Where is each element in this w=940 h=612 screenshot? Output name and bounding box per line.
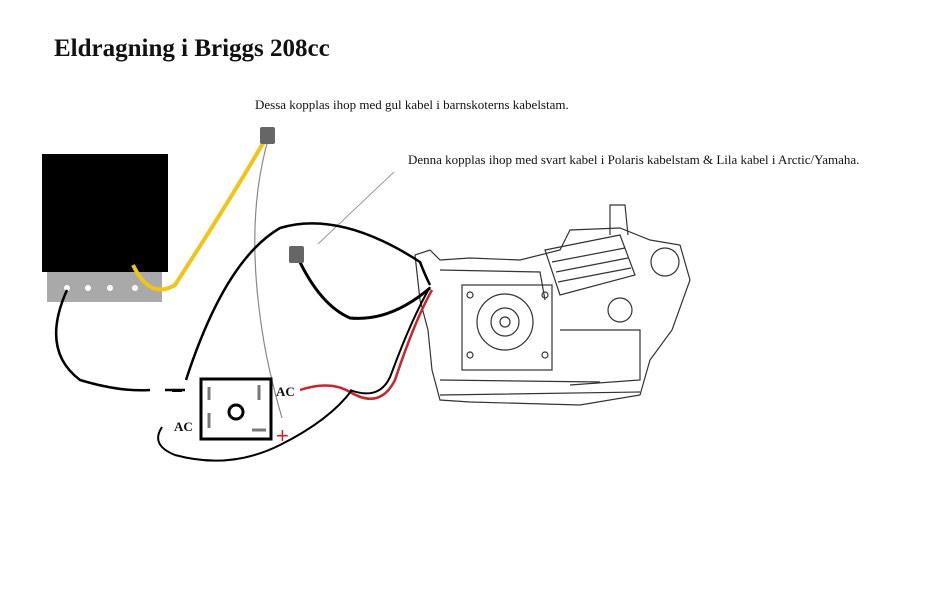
black-wire-coil-ground: [54, 289, 151, 392]
black-wire-note: Denna kopplas ihop med svart kabel i Pol…: [408, 152, 859, 167]
yellow-wire-note: Dessa kopplas ihop med gul kabel i barns…: [255, 97, 569, 112]
black-wire-kill: [296, 257, 431, 320]
red-wire: [299, 289, 434, 400]
connector-black: [289, 246, 304, 263]
bridge-rectifier: [199, 377, 273, 441]
black-wire-ac: [349, 286, 431, 395]
ignition-coil-module: [42, 154, 168, 272]
black-wire-engine-top: [184, 222, 432, 381]
rectifier-ac-right-label: AC: [276, 384, 295, 399]
gray-wire: [254, 139, 283, 419]
terminal-holes: [64, 285, 138, 291]
connector-yellow: [260, 127, 275, 144]
rectifier-ac-left-label: AC: [174, 419, 193, 434]
yellow-wire: [131, 136, 270, 292]
black-wire-ac-loop: [157, 389, 353, 462]
rectifier-plus-label: +: [276, 423, 289, 448]
engine-drawing: [414, 204, 691, 406]
rectifier-minus-label: –: [172, 380, 182, 400]
note-pointer-line: [317, 171, 395, 245]
page-title: Eldragning i Briggs 208cc: [54, 35, 330, 62]
